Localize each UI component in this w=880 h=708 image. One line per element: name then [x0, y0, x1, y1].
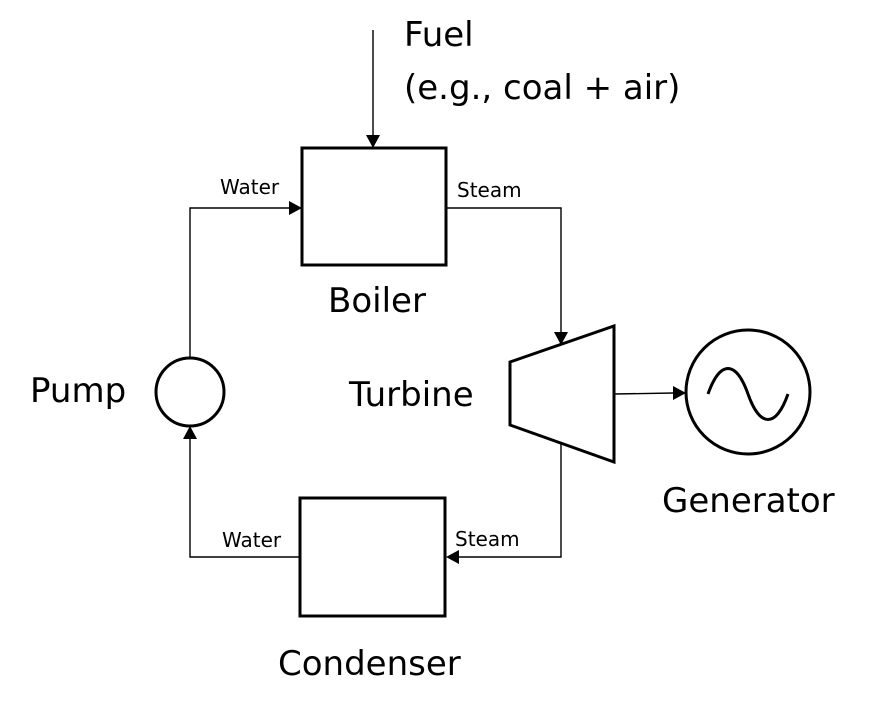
sine-wave-icon [706, 367, 790, 421]
fuel-example-label: (e.g., coal + air) [404, 68, 681, 108]
water-line-to-boiler [189, 207, 290, 358]
boiler-box [300, 146, 448, 267]
water-out-label: Water [222, 528, 282, 552]
turbine-shape [508, 323, 616, 465]
water-line-to-pump [189, 438, 300, 558]
turbine-label: Turbine [349, 375, 474, 415]
generator-circle [684, 328, 812, 456]
steam-in-label: Steam [455, 527, 520, 551]
fuel-arrowhead [366, 135, 380, 148]
pump-label: Pump [30, 371, 127, 411]
condenser-box [298, 496, 447, 618]
water-arrowhead-boiler [289, 201, 302, 215]
generator-label: Generator [662, 481, 835, 521]
pump-circle [154, 356, 226, 428]
shaft-arrowhead [673, 386, 686, 400]
steam-line-to-condenser [458, 443, 562, 558]
fuel-label: Fuel [404, 15, 474, 55]
shaft-line [613, 392, 675, 395]
water-in-label: Water [220, 175, 280, 199]
boiler-label: Boiler [328, 281, 426, 321]
steam-arrowhead-condenser [446, 550, 459, 564]
water-arrowhead-pump [183, 426, 197, 439]
steam-arrowhead-turbine [554, 332, 568, 345]
steam-line-to-turbine [446, 207, 562, 333]
condenser-label: Condenser [278, 644, 461, 684]
steam-out-label: Steam [457, 178, 522, 202]
